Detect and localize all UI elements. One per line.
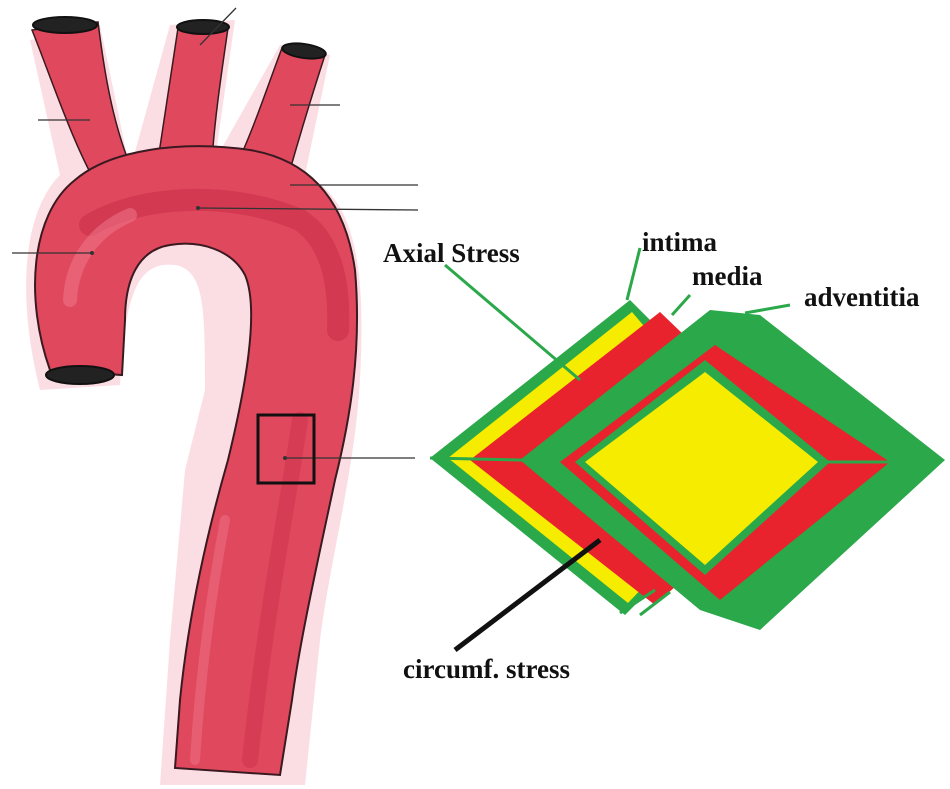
vessel-wall-element (430, 300, 945, 630)
adventitia-pointer (745, 305, 790, 313)
axial-stress-pointer (445, 265, 580, 380)
marker-dot-descending (283, 456, 287, 460)
circumf-stress-pointer (455, 540, 600, 650)
brachiocephalic-opening-icon (33, 17, 97, 33)
marker-dot-arch (196, 206, 200, 210)
intima-label: intima (642, 227, 718, 257)
aorta-illustration (12, 8, 418, 785)
axial-stress-label: Axial Stress (383, 238, 520, 268)
left-carotid-opening-icon (177, 20, 229, 34)
adventitia-label: adventitia (804, 282, 920, 312)
media-label: media (692, 261, 763, 291)
intima-pointer (627, 248, 640, 300)
marker-dot-ascending (90, 251, 94, 255)
ascending-opening-icon (46, 366, 114, 384)
circumf-stress-label: circumf. stress (403, 654, 570, 684)
media-pointer (672, 295, 690, 315)
